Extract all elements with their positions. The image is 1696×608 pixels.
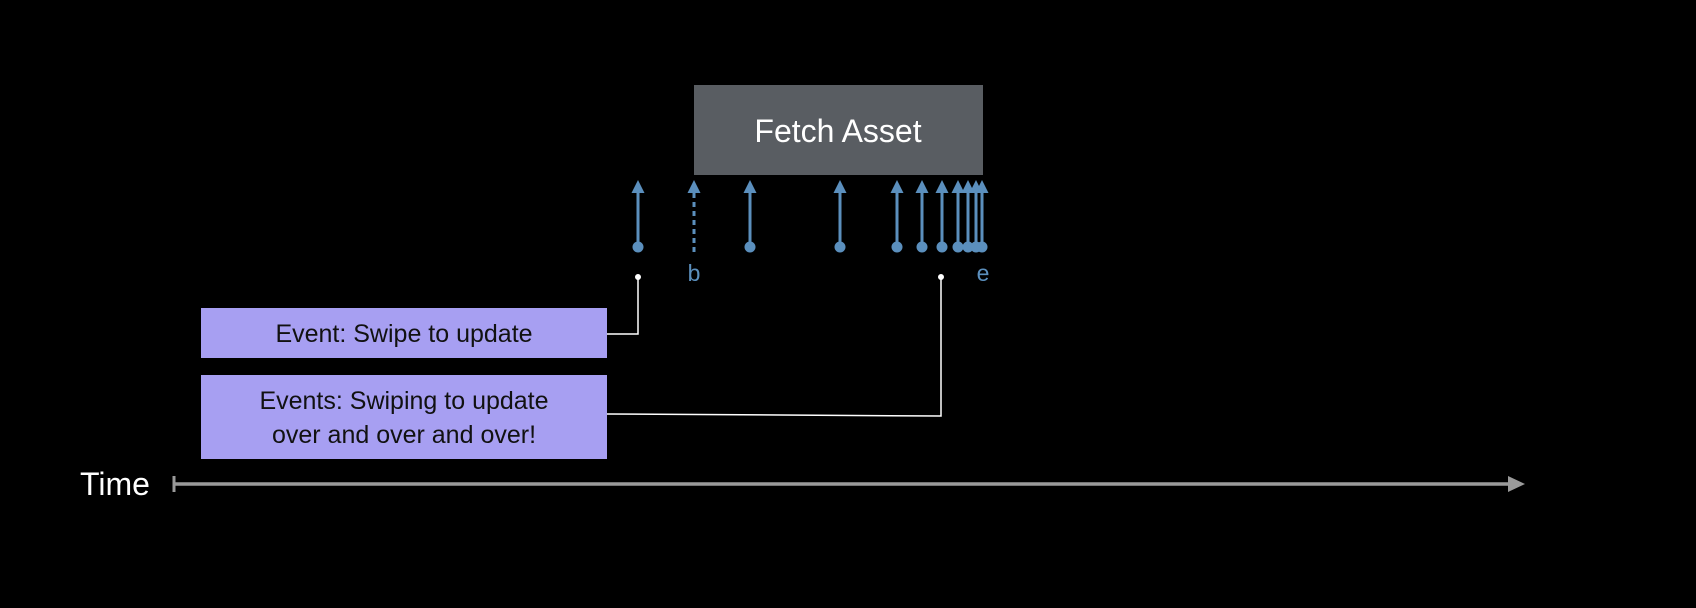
arrow-marker-7-dot [952, 241, 964, 253]
event-box-swipe: Event: Swipe to update [201, 308, 607, 358]
callout-lines [606, 274, 944, 417]
arrow-marker-3-dot [834, 241, 846, 253]
arrow-marker-1 [631, 180, 645, 253]
arrow-marker-6-head [935, 180, 949, 193]
event-box-swiping-line-2: over and over and over! [272, 421, 536, 449]
arrow-marker-2-dot [744, 241, 756, 253]
callout-line-2 [606, 277, 942, 417]
arrow-marker-6 [935, 180, 949, 253]
arrow-marker-4-dot [891, 241, 903, 253]
event-box-swiping-line-1: Events: Swiping to update [259, 387, 548, 415]
arrow-marker-3-head [833, 180, 847, 193]
fetch-asset-box-rect [694, 85, 983, 175]
time-label: Time [80, 466, 150, 502]
arrow-marker-10-dot [976, 241, 988, 253]
event-box-swiping: Events: Swiping to update over and over … [201, 375, 607, 459]
arrow-marker-2 [743, 180, 757, 253]
marker-label-b: b [688, 260, 701, 286]
fetch-asset-label: Fetch Asset [754, 113, 921, 149]
arrow-marker-1-head [631, 180, 645, 193]
arrow-marker-8-dot [962, 241, 974, 253]
arrow-marker-2-head [743, 180, 757, 193]
arrow-marker-4-head [890, 180, 904, 193]
arrow-marker-5-dot [916, 241, 928, 253]
arrow-marker-4 [890, 180, 904, 253]
event-box-swipe-line-1: Event: Swipe to update [275, 320, 532, 348]
arrow-markers [631, 180, 989, 253]
callout-line-1 [607, 277, 639, 335]
event-box-swipe-rect [201, 308, 607, 358]
arrow-marker-b-head [687, 180, 701, 193]
timeline-arrowhead [1508, 476, 1525, 492]
timeline: Time [80, 466, 1525, 502]
arrow-marker-b [687, 180, 701, 252]
arrow-marker-10-head [975, 180, 989, 193]
arrow-marker-3 [833, 180, 847, 253]
fetch-asset-box: Fetch Asset [694, 85, 983, 175]
event-box-swiping-rect [201, 375, 607, 459]
arrow-marker-10 [975, 180, 989, 253]
arrow-marker-6-dot [936, 241, 948, 253]
arrow-marker-5-head [915, 180, 929, 193]
arrow-marker-7 [951, 180, 965, 253]
marker-label-e: e [977, 260, 990, 286]
arrow-marker-7-head [951, 180, 965, 193]
arrow-marker-1-dot [632, 241, 644, 253]
arrow-marker-5 [915, 180, 929, 253]
